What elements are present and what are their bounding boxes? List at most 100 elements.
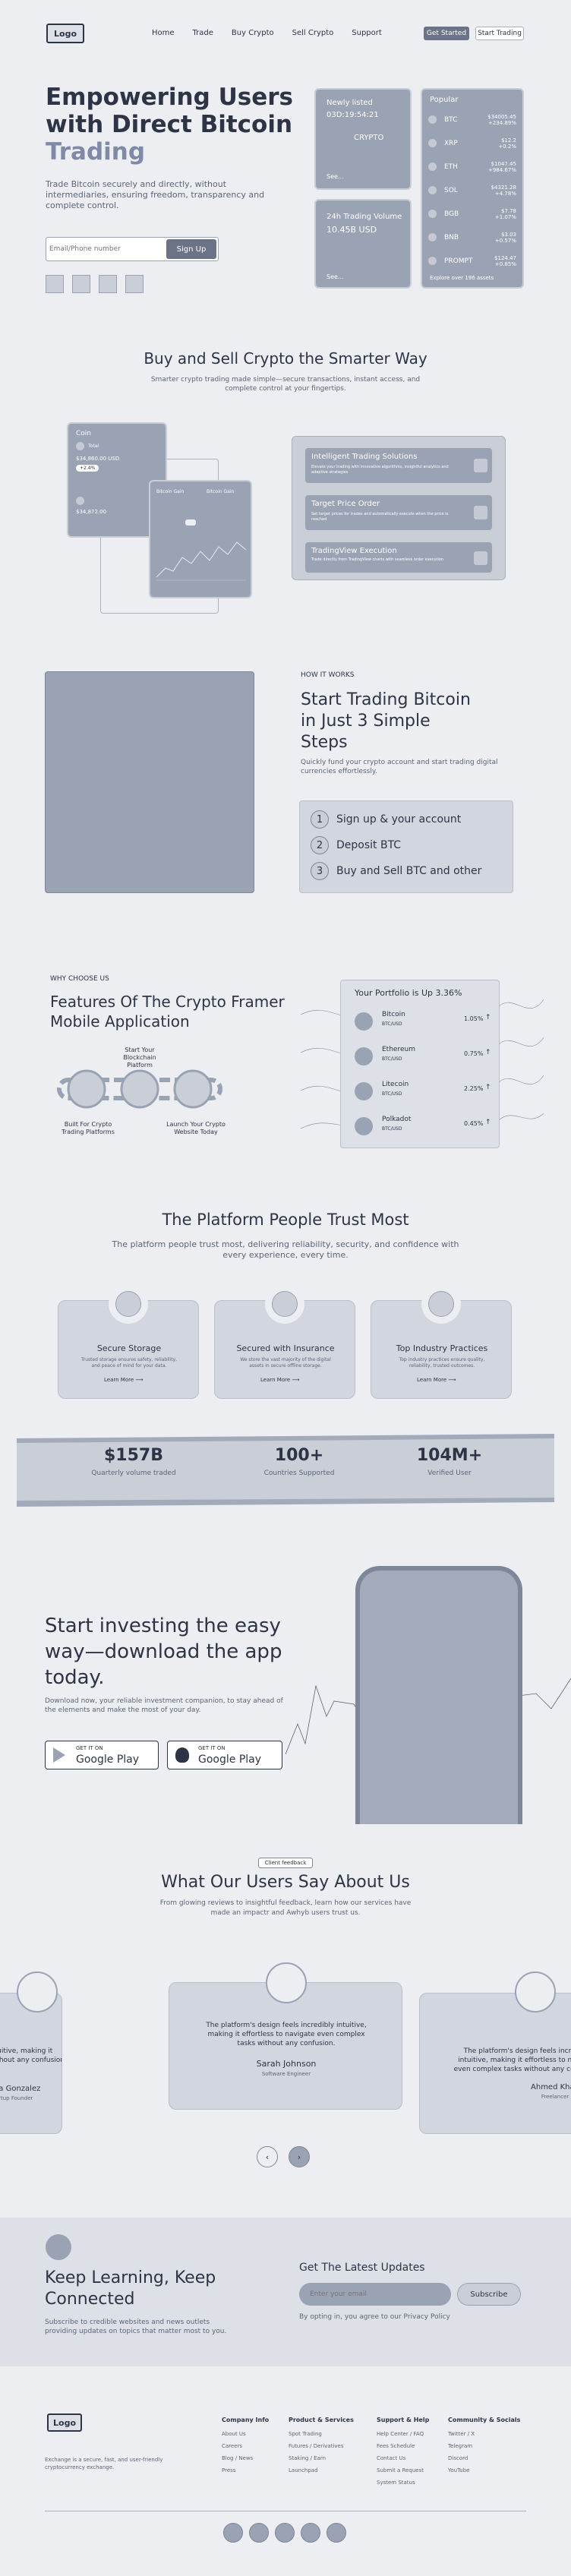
- coin-name: PROMPT: [444, 257, 473, 265]
- feature-icon: [474, 459, 487, 472]
- social-icon[interactable]: [301, 2523, 320, 2543]
- social-icon[interactable]: [327, 2523, 346, 2543]
- footer-column: Product & Services Spot Trading Futures …: [289, 2417, 354, 2480]
- prev-button[interactable]: ‹: [257, 2146, 278, 2167]
- coin-row[interactable]: BGB$7.78+1.07%: [422, 202, 522, 226]
- feature-item[interactable]: TradingView Execution Trade directly fro…: [304, 541, 494, 574]
- footer-link[interactable]: Press: [222, 2467, 236, 2473]
- social-icon[interactable]: [223, 2523, 243, 2543]
- trust-card-title: Secured with Insurance: [236, 1343, 335, 1353]
- footer-link[interactable]: Careers: [222, 2443, 243, 2449]
- trading-volume-card[interactable]: 24h Trading Volume 10.45B USD See...: [314, 199, 412, 289]
- nav-trade[interactable]: Trade: [192, 29, 213, 37]
- coin-name: BGB: [444, 210, 459, 218]
- coin-change: +0.85%: [494, 260, 516, 267]
- testimonial-name: Maria Gonzalez: [0, 2085, 41, 2093]
- coin-list: BTC$34005.45+234.89% XRP$12.2+0.2% ETH$1…: [422, 108, 522, 273]
- social-icon[interactable]: [249, 2523, 269, 2543]
- footer-logo[interactable]: Logo: [47, 2413, 82, 2432]
- coin-price: $4321.28: [491, 184, 516, 191]
- feature-item[interactable]: Target Price Order Set target prices for…: [304, 494, 494, 532]
- feature-item[interactable]: Intelligent Trading Solutions Elevate yo…: [304, 447, 494, 485]
- step-item[interactable]: 3 Buy and Sell BTC and other: [311, 862, 481, 880]
- see-more-link[interactable]: See...: [327, 273, 344, 280]
- get-started-button[interactable]: Get Started: [424, 27, 469, 40]
- trust-card-title: Secure Storage: [96, 1343, 162, 1353]
- portfolio-coin: Polkadot: [382, 1116, 412, 1123]
- line-chart: [156, 519, 247, 581]
- coin-price: $12.2: [500, 137, 516, 144]
- email-input[interactable]: [299, 2283, 451, 2306]
- step-item[interactable]: 2 Deposit BTC: [311, 836, 401, 854]
- feature-icon: [474, 506, 487, 519]
- see-more-link[interactable]: See...: [327, 173, 344, 180]
- footer-link[interactable]: Fees Schedule: [377, 2443, 415, 2449]
- footer-link[interactable]: Telegram: [448, 2443, 473, 2449]
- footer-link[interactable]: Staking / Earn: [289, 2455, 327, 2461]
- how-title: Start Trading Bitcoin in Just 3 Simple S…: [301, 690, 471, 753]
- portfolio-pair: BTC/USD: [382, 1091, 402, 1097]
- coin-row[interactable]: SOL$4321.28+4.78%: [422, 178, 522, 202]
- app-subtitle: Download now, your reliable investment c…: [45, 1697, 283, 1714]
- newsletter-title: Keep Learning, Keep Connected: [45, 2268, 216, 2310]
- learn-more-link[interactable]: Learn More ⟶: [260, 1377, 299, 1383]
- avatar: [266, 1962, 307, 2003]
- footer-link[interactable]: Launchpad: [289, 2467, 318, 2473]
- signup-form: Sign Up: [46, 237, 219, 261]
- nav-home[interactable]: Home: [152, 29, 175, 37]
- app-wave-line: [286, 1678, 571, 1755]
- stat-label: Countries Supported: [263, 1470, 335, 1477]
- newly-listed-card[interactable]: Newly listed 03D:19:54:21 CRYPTO See...: [314, 88, 412, 190]
- coin-row[interactable]: BNB$3.03+0.57%: [422, 226, 522, 249]
- testimonial-name: Sarah Johnson: [256, 2059, 317, 2069]
- footer-link[interactable]: Blog / News: [222, 2455, 254, 2461]
- footer-link[interactable]: About Us: [222, 2431, 246, 2437]
- nav-sell-crypto[interactable]: Sell Crypto: [292, 29, 334, 37]
- footer-link[interactable]: Submit a Request: [377, 2467, 424, 2473]
- coin-row[interactable]: BTC$34005.45+234.89%: [422, 108, 522, 131]
- badge-icon: [99, 275, 117, 293]
- footer-link[interactable]: System Status: [377, 2480, 415, 2486]
- trust-card[interactable]: Top Industry Practices Top industry prac…: [371, 1284, 512, 1399]
- footer-link[interactable]: Discord: [448, 2455, 468, 2461]
- stat-item: $157B Quarterly volume traded: [70, 1446, 197, 1477]
- coin-row[interactable]: XRP$12.2+0.2%: [422, 131, 522, 155]
- nav-buy-crypto[interactable]: Buy Crypto: [231, 29, 274, 37]
- logo[interactable]: Logo: [46, 24, 84, 43]
- coin-row[interactable]: ETH$1047.45+984.67%: [422, 155, 522, 178]
- footer-link[interactable]: Help Center / FAQ: [377, 2431, 424, 2437]
- step-item[interactable]: 1 Sign up & your account: [311, 810, 461, 829]
- next-button[interactable]: ›: [289, 2146, 310, 2167]
- newly-listed-coin: CRYPTO: [354, 134, 384, 142]
- learn-more-link[interactable]: Learn More ⟶: [104, 1377, 143, 1383]
- signup-button[interactable]: Sign Up: [166, 239, 216, 259]
- google-play-button[interactable]: GET IT ON Google Play: [167, 1741, 282, 1769]
- portfolio-pair: BTC/USD: [382, 1126, 402, 1132]
- learn-more-link[interactable]: Learn More ⟶: [417, 1377, 456, 1383]
- footer-link[interactable]: Twitter / X: [448, 2431, 475, 2437]
- feature-desc: Elevate your trading with innovative alg…: [311, 465, 449, 475]
- footer-link[interactable]: Futures / Derivatives: [289, 2443, 344, 2449]
- google-play-button[interactable]: GET IT ON Google Play: [45, 1741, 159, 1769]
- start-trading-button[interactable]: Start Trading: [475, 27, 524, 40]
- footer-link[interactable]: Spot Trading: [289, 2431, 322, 2437]
- footer-link[interactable]: YouTube: [448, 2467, 470, 2473]
- subscribe-button[interactable]: Subscribe: [457, 2283, 521, 2306]
- portfolio-row[interactable]: Bitcoin BTC/USD 1.05% ↑: [355, 1009, 491, 1032]
- explore-assets-link[interactable]: Explore over 196 assets: [430, 275, 494, 281]
- trust-card[interactable]: Secured with Insurance We store the vast…: [214, 1284, 355, 1399]
- email-input[interactable]: [49, 241, 163, 257]
- how-image: [45, 671, 254, 893]
- portfolio-pct: 2.25%: [464, 1085, 484, 1092]
- avatar: [515, 1971, 556, 2012]
- nav-support[interactable]: Support: [352, 29, 382, 37]
- coin-row[interactable]: PROMPT$124.47+0.85%: [422, 249, 522, 273]
- portfolio-row[interactable]: Litecoin BTC/USD 2.25% ↑: [355, 1079, 491, 1102]
- portfolio-row[interactable]: Polkadot BTC/USD 0.45% ↑: [355, 1114, 491, 1137]
- step-number: 1: [311, 810, 329, 829]
- trust-card[interactable]: Secure Storage Trusted storage ensures s…: [58, 1284, 199, 1399]
- portfolio-row[interactable]: Ethereum BTC/USD 0.75% ↑: [355, 1044, 491, 1067]
- coin-name: SOL: [444, 186, 458, 194]
- footer-link[interactable]: Contact Us: [377, 2455, 406, 2461]
- social-icon[interactable]: [275, 2523, 295, 2543]
